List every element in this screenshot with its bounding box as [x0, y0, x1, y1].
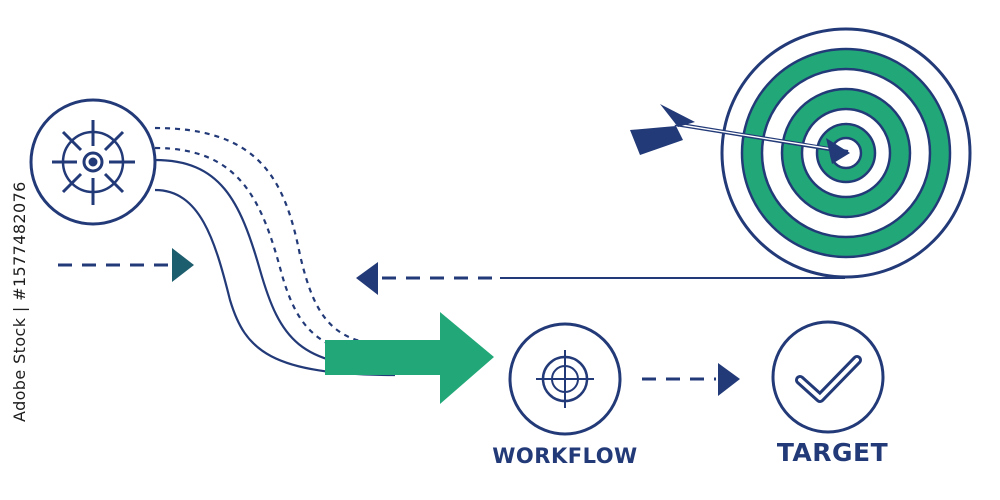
target-scope-icon: [508, 322, 622, 436]
arrow-icon: [630, 104, 850, 164]
target-label: TARGET: [776, 438, 889, 467]
checkmark-icon: [771, 320, 885, 434]
return-arrow: [356, 262, 845, 295]
left-dashed-arrow: [58, 248, 194, 282]
middle-dashed-arrow: [642, 363, 740, 396]
stock-id-watermark: Adobe Stock | #1577482076: [10, 181, 29, 422]
green-arrow-icon: [325, 312, 494, 404]
workflow-label: WORKFLOW: [492, 444, 638, 468]
flow-lines: [154, 126, 396, 377]
crosshair-wheel-icon: [29, 98, 157, 226]
